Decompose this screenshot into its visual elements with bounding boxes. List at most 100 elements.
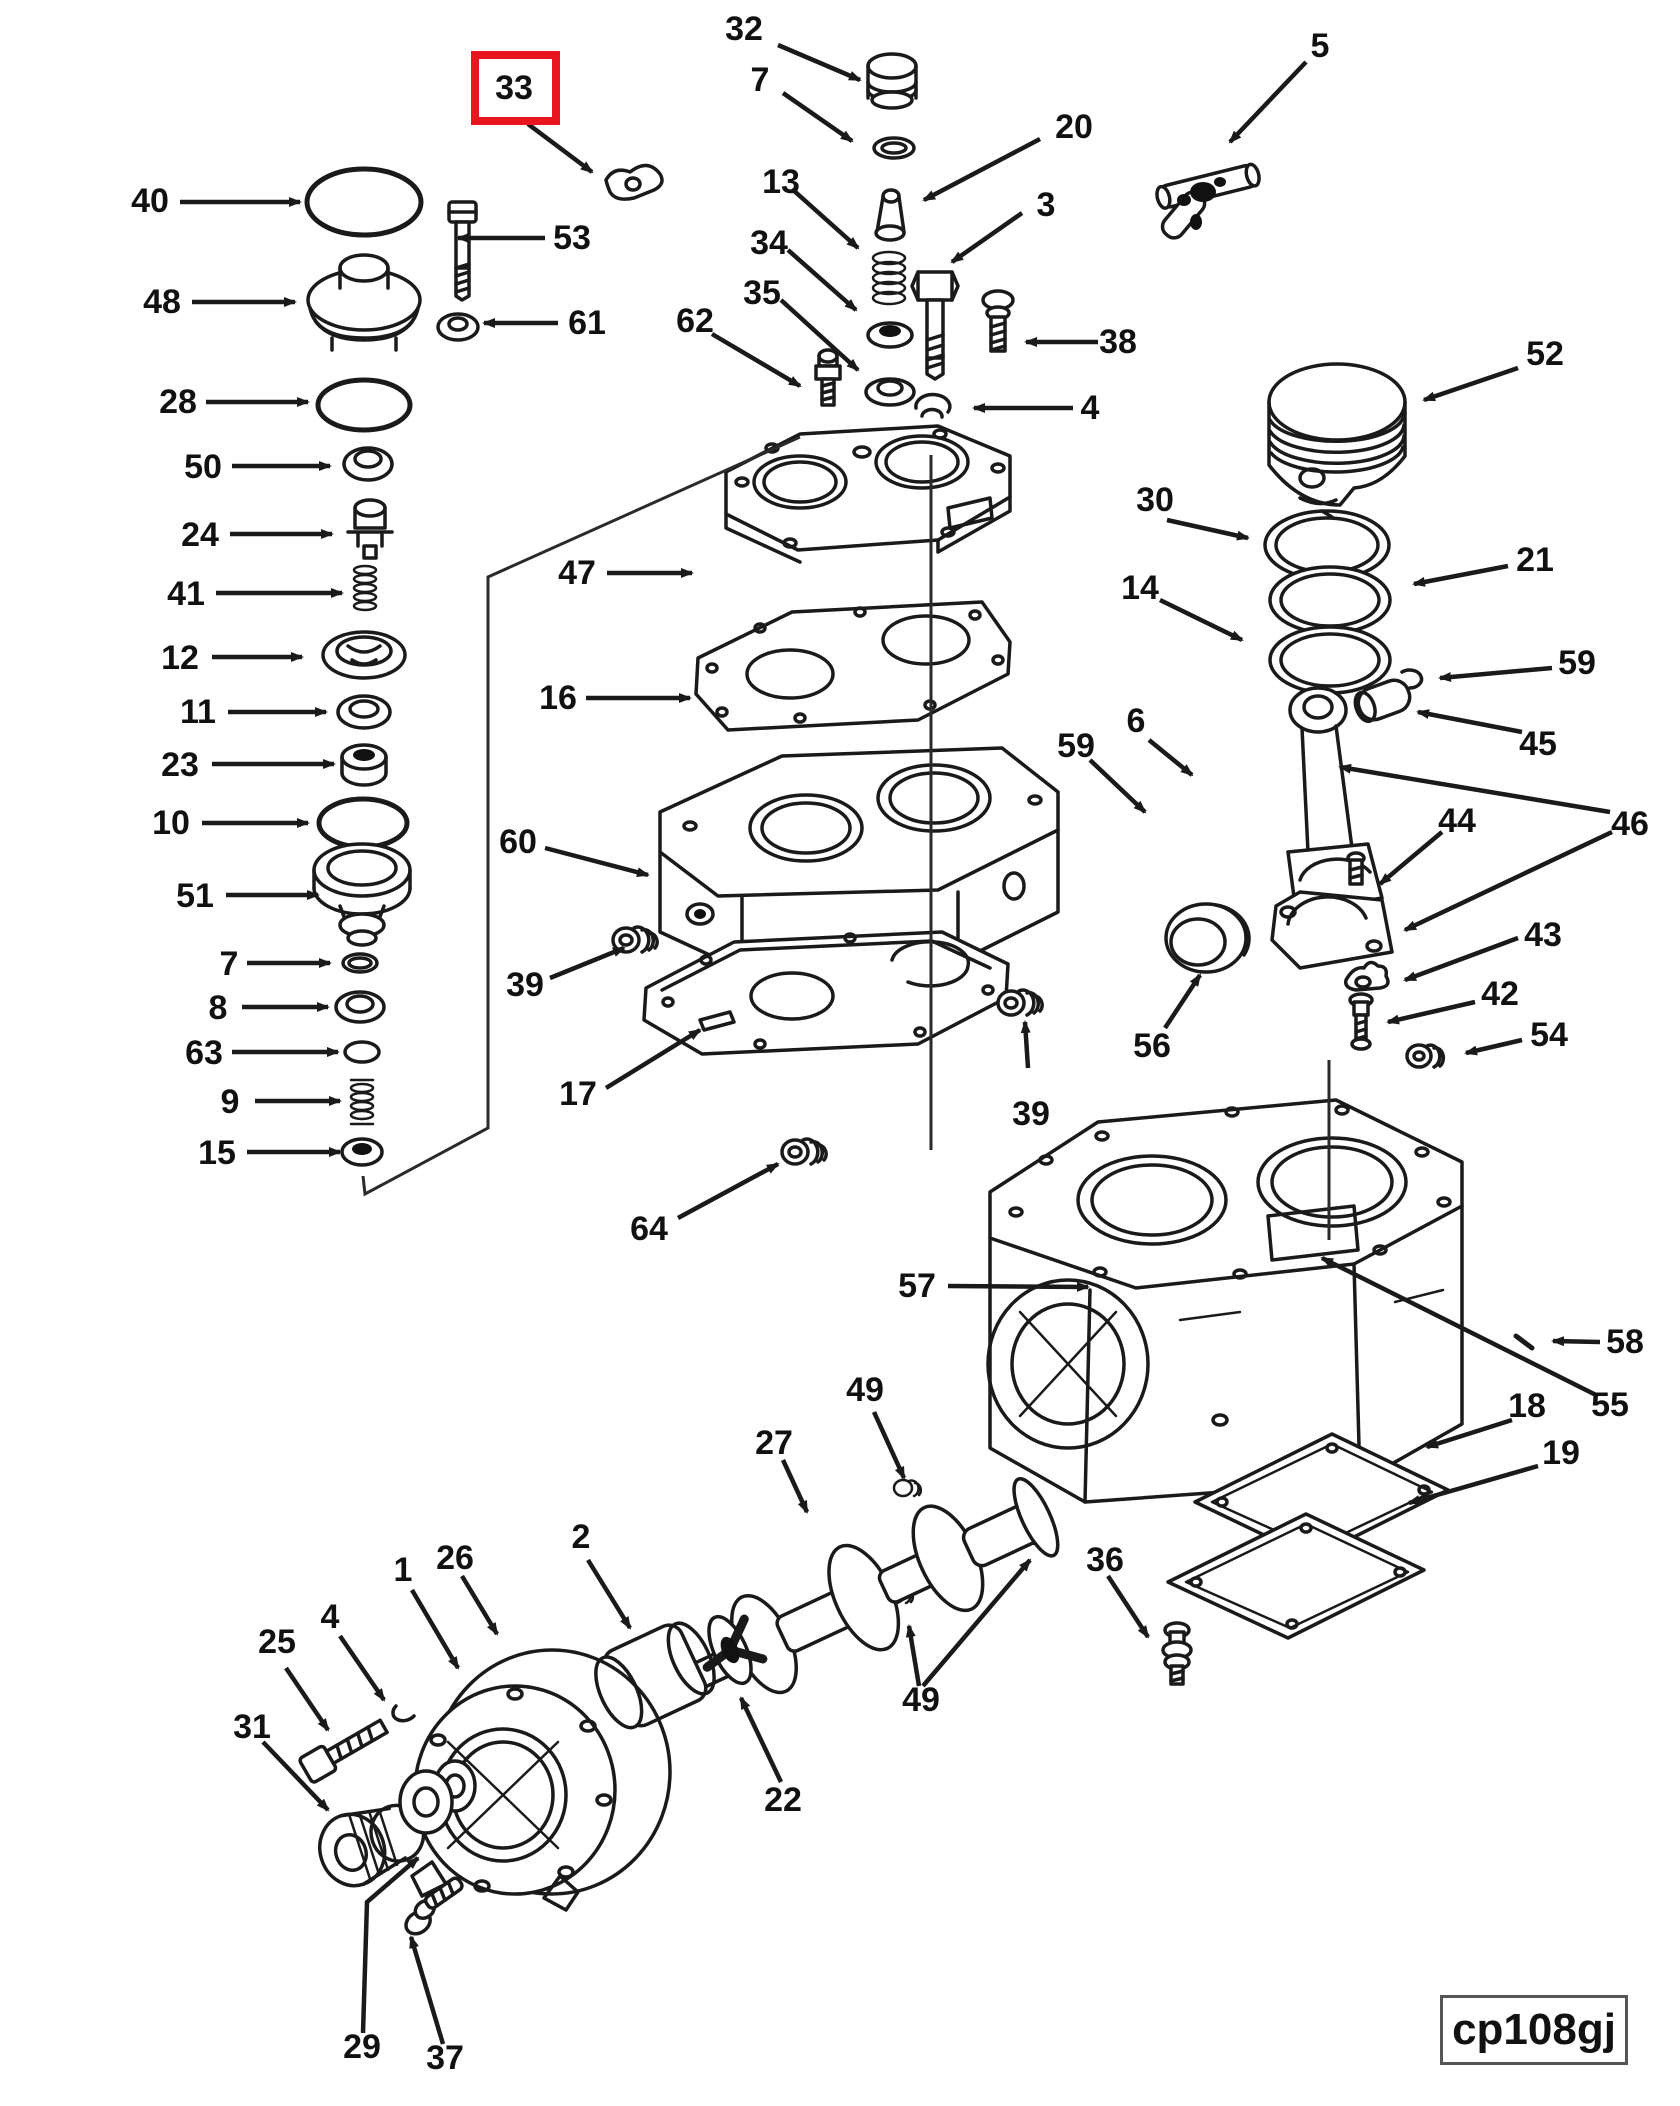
part-tee-fitting-5 <box>1155 162 1261 240</box>
part-label-44: 44 <box>1438 802 1476 840</box>
part-check-valve-24 <box>346 498 394 560</box>
part-label-47: 47 <box>558 554 596 592</box>
part-oring-7-lower <box>341 952 379 974</box>
part-label-16: 16 <box>539 679 577 717</box>
part-label-18: 18 <box>1508 1387 1546 1425</box>
leader-arrow <box>1425 1417 1513 1450</box>
leader-arrow <box>871 1411 907 1480</box>
leader-arrow <box>360 1856 420 2034</box>
part-label-49: 49 <box>902 1681 940 1719</box>
part-oring-28 <box>315 377 413 433</box>
part-label-36: 36 <box>1086 1541 1124 1579</box>
part-valve-plate-gasket-16 <box>694 600 1012 732</box>
part-label-63: 63 <box>185 1034 223 1072</box>
leader-arrow <box>1378 830 1444 886</box>
part-label-19: 19 <box>1542 1434 1580 1472</box>
part-valve-disc-12 <box>321 630 407 680</box>
part-label-39: 39 <box>1012 1095 1050 1133</box>
part-label-23: 23 <box>161 746 199 784</box>
part-label-41: 41 <box>167 575 205 613</box>
part-label-34: 34 <box>750 224 788 262</box>
leader-arrow <box>1159 597 1244 643</box>
part-oring-40 <box>304 166 424 238</box>
part-dowel-pin-58 <box>1513 1333 1535 1351</box>
part-pin-bushing-45 <box>1353 678 1412 724</box>
part-plug-64 <box>780 1137 828 1166</box>
leader-arrow <box>777 42 862 83</box>
leader-arrow <box>338 1634 386 1702</box>
part-label-48: 48 <box>143 283 181 321</box>
leader-arrow <box>1338 763 1611 815</box>
part-seal-ring-50 <box>342 446 394 482</box>
part-label-7: 7 <box>220 945 239 983</box>
part-label-21: 21 <box>1516 541 1554 579</box>
leader-arrow <box>261 1740 330 1812</box>
part-label-14: 14 <box>1121 569 1159 607</box>
leader-arrow <box>284 1666 330 1732</box>
part-label-9: 9 <box>221 1083 240 1121</box>
part-washer-35 <box>864 377 916 407</box>
part-label-13: 13 <box>762 163 800 201</box>
part-label-46: 46 <box>1611 805 1649 843</box>
leader-arrow <box>921 1558 1032 1688</box>
part-label-28: 28 <box>159 383 197 421</box>
part-label-59: 59 <box>1558 644 1596 682</box>
part-lock-washer-43 <box>1343 960 1390 992</box>
part-label-31: 31 <box>233 1708 271 1746</box>
part-label-7: 7 <box>751 61 770 99</box>
part-coupling-spider-22 <box>702 1614 768 1686</box>
part-label-57: 57 <box>898 1267 936 1305</box>
leader-arrow <box>922 137 1042 202</box>
part-spring-13 <box>871 250 907 306</box>
part-label-59: 59 <box>1057 727 1095 765</box>
part-rod-bolt-44 <box>1346 851 1366 886</box>
part-retaining-ring-59-right <box>1400 668 1424 690</box>
leader-arrow <box>738 1696 784 1783</box>
part-bushing-23 <box>340 743 388 787</box>
part-connecting-rod-46 <box>1286 686 1384 914</box>
leader-arrow <box>786 248 858 312</box>
part-label-3: 3 <box>1037 186 1056 224</box>
part-label-35: 35 <box>743 274 781 312</box>
part-spring-41 <box>352 564 378 612</box>
part-coupling-2 <box>594 1621 716 1730</box>
part-oring-10 <box>316 796 410 850</box>
leader-arrow <box>790 187 860 250</box>
part-washer-34 <box>866 321 914 349</box>
part-unloader-valve-20 <box>874 188 906 242</box>
leader-arrow <box>1147 738 1194 777</box>
part-unloader-body-60 <box>658 746 1060 972</box>
part-label-30: 30 <box>1136 481 1174 519</box>
part-front-cover-1 <box>410 1684 617 1912</box>
part-label-51: 51 <box>176 877 214 915</box>
part-label-56: 56 <box>1133 1027 1171 1065</box>
part-label-20: 20 <box>1055 108 1093 146</box>
part-label-40: 40 <box>131 182 169 220</box>
part-label-43: 43 <box>1524 916 1562 954</box>
part-label-22: 22 <box>764 1781 802 1819</box>
part-bolt-36 <box>1161 1621 1193 1686</box>
leader-arrow <box>781 91 854 143</box>
part-label-5: 5 <box>1311 27 1330 65</box>
part-label-4: 4 <box>321 1598 340 1636</box>
leader-arrow <box>526 122 594 174</box>
part-thrust-washers-29 <box>398 1759 477 1835</box>
leader-arrow <box>549 945 626 981</box>
part-retaining-clip-4 <box>914 392 952 419</box>
leader-arrow <box>676 1162 780 1220</box>
leader-arrow <box>1163 973 1202 1030</box>
part-label-52: 52 <box>1526 335 1564 373</box>
part-spring-9 <box>349 1078 375 1126</box>
leader-arrow <box>1088 758 1147 814</box>
construction-line <box>361 435 801 1197</box>
leader-arrow <box>1166 517 1250 541</box>
part-label-1: 1 <box>394 1551 413 1589</box>
part-piston-52 <box>1267 362 1407 507</box>
part-crankcase-57 <box>986 1098 1464 1504</box>
part-label-61: 61 <box>568 304 606 342</box>
leader-arrow <box>1416 709 1523 735</box>
part-bolt-53 <box>447 200 478 302</box>
part-valve-seat-15 <box>340 1137 384 1167</box>
